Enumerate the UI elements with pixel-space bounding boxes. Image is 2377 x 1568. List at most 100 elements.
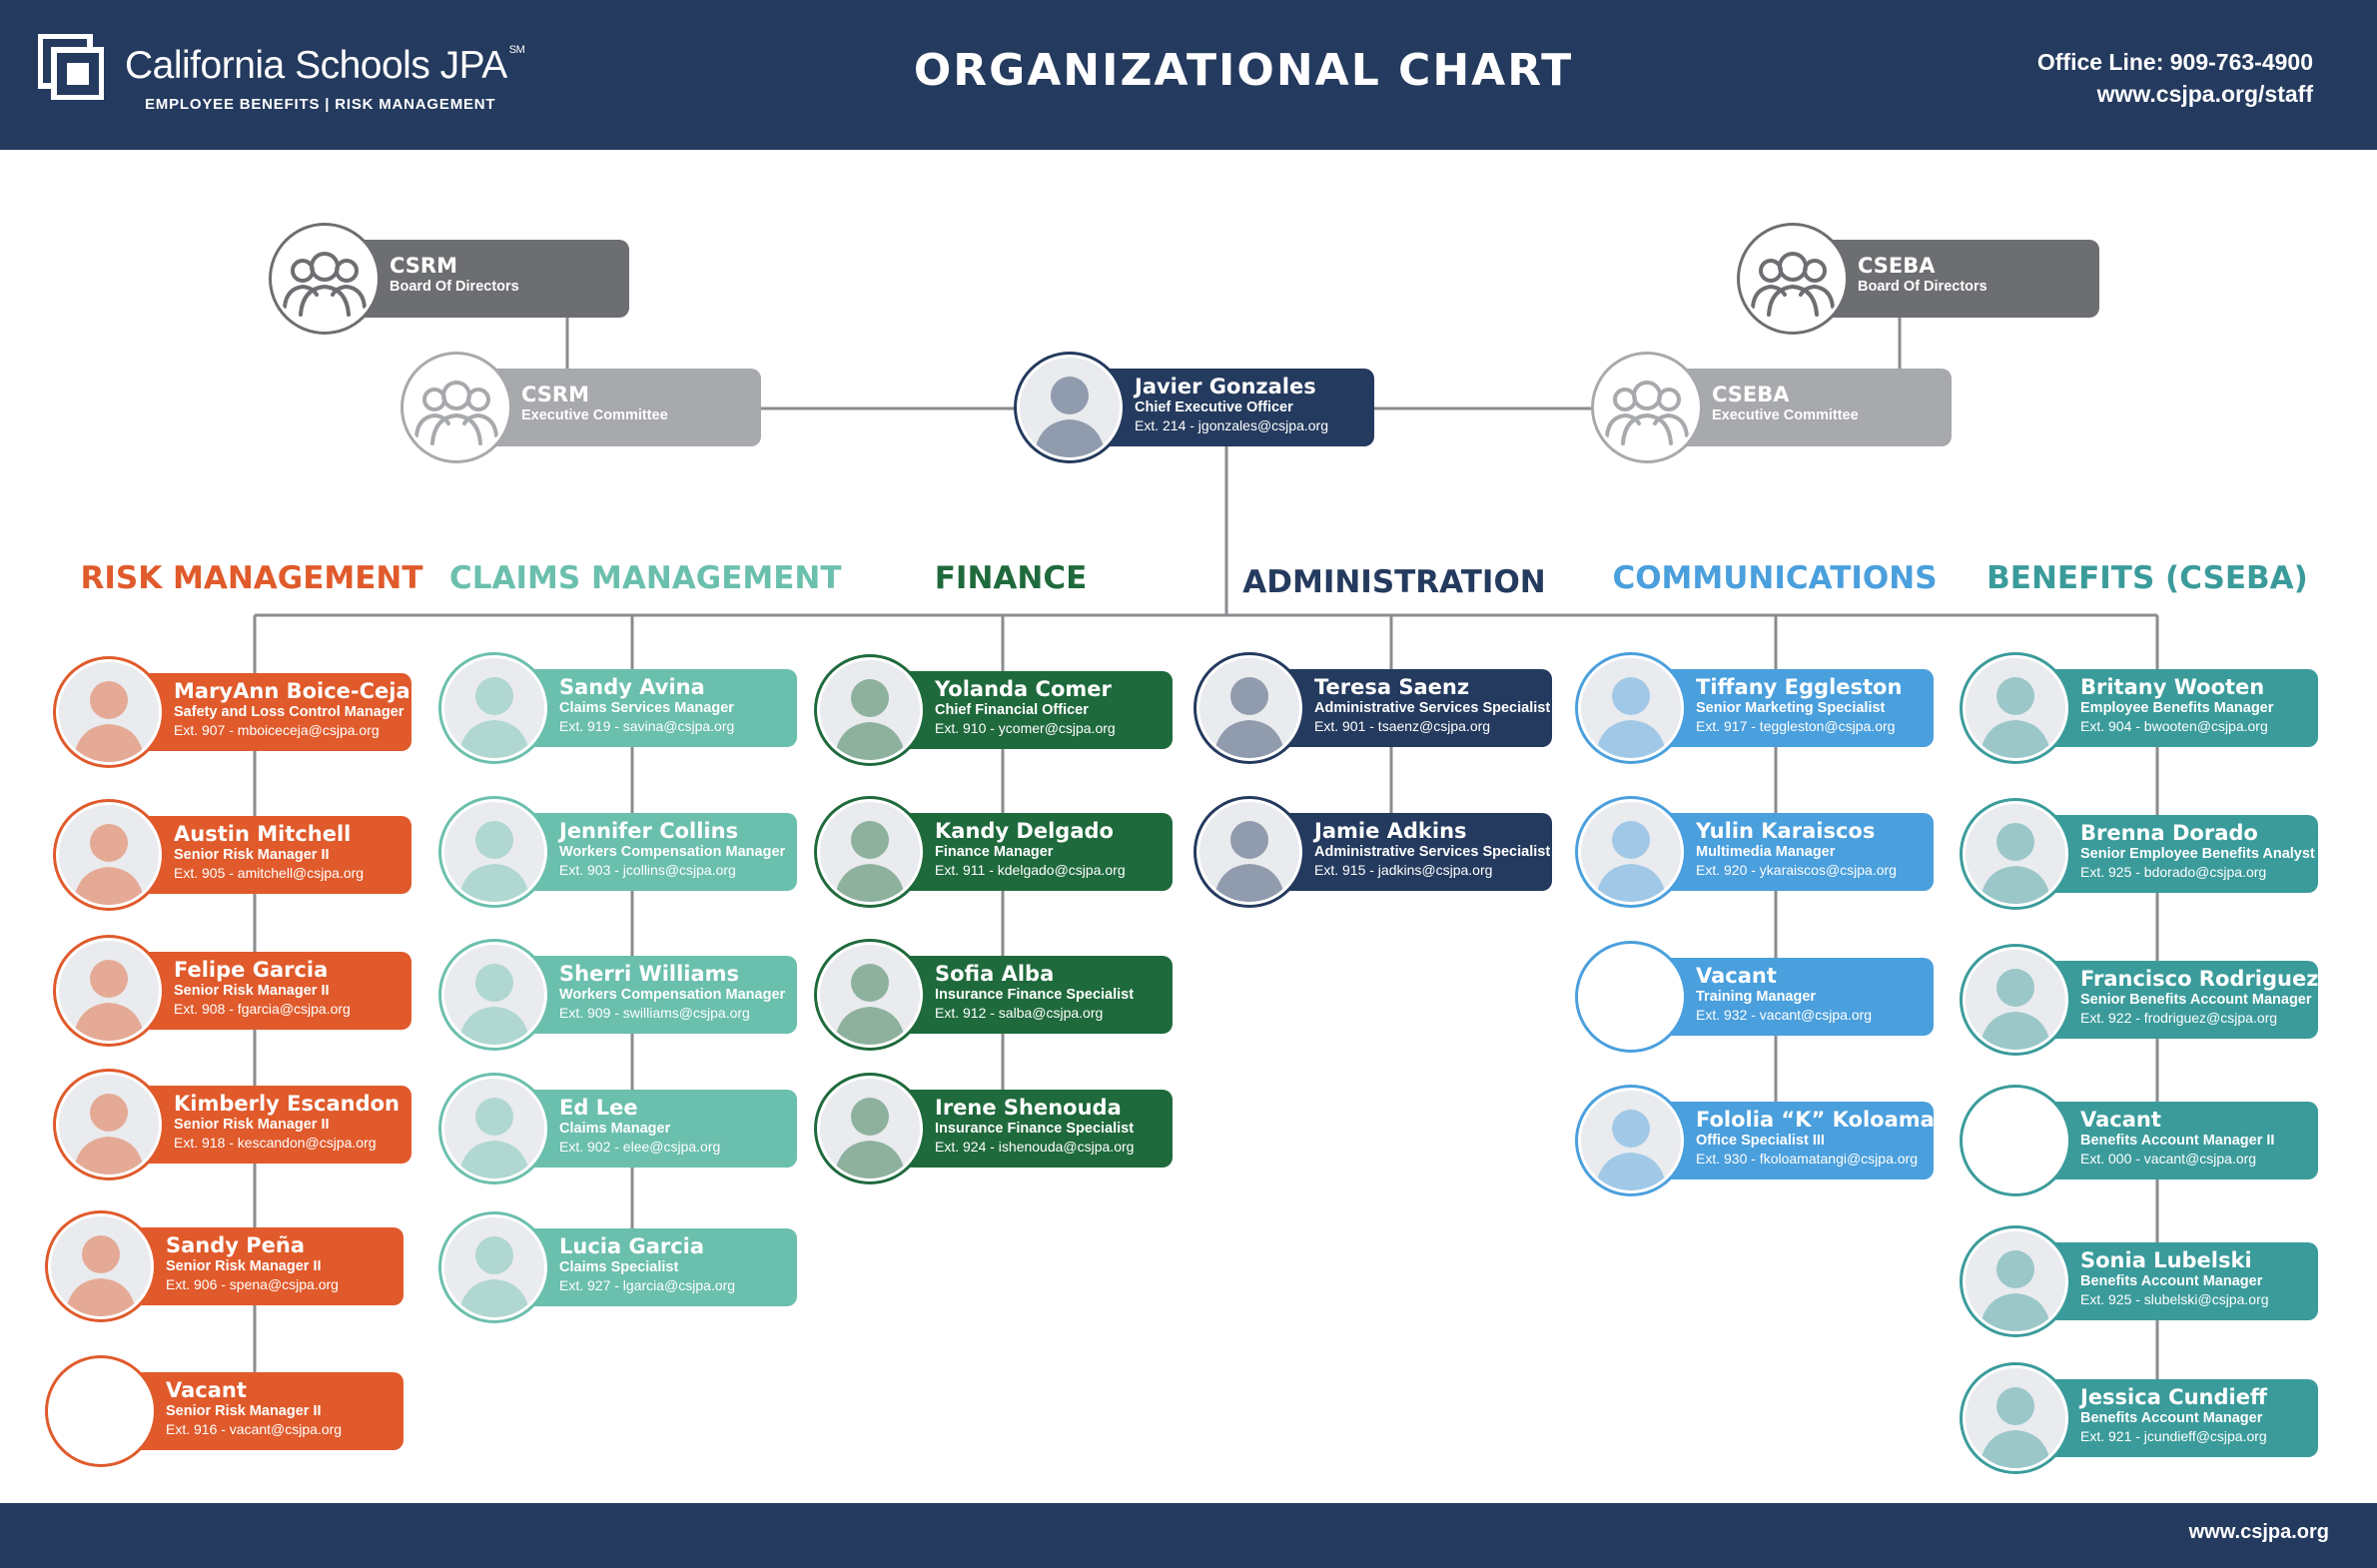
person-title: Training Manager	[1696, 989, 1817, 1005]
board-name: CSRM	[390, 254, 457, 278]
person-title: Safety and Loss Control Manager	[174, 704, 404, 720]
person-title: Multimedia Manager	[1696, 844, 1836, 860]
person-contact[interactable]: Ext. 915 - jadkins@csjpa.org	[1314, 862, 1493, 878]
person-name: Felipe Garcia	[174, 958, 329, 982]
avatar	[1963, 1365, 2068, 1471]
avatar	[817, 657, 923, 763]
avatar	[441, 655, 547, 761]
avatar	[48, 1213, 154, 1319]
person-contact[interactable]: Ext. 902 - elee@csjpa.org	[559, 1139, 721, 1155]
person-contact[interactable]: Ext. 921 - jcundieff@csjpa.org	[2080, 1428, 2267, 1444]
person-contact[interactable]: Ext. 916 - vacant@csjpa.org	[166, 1421, 343, 1437]
logo-tagline: EMPLOYEE BENEFITS | RISK MANAGEMENT	[145, 96, 496, 113]
person-title: Senior Risk Manager II	[174, 847, 330, 863]
person-contact[interactable]: Ext. 910 - ycomer@csjpa.org	[935, 720, 1116, 736]
person-contact[interactable]: Ext. 912 - salba@csjpa.org	[935, 1005, 1104, 1021]
department-heading: ADMINISTRATION	[1242, 564, 1546, 600]
person-contact[interactable]: Ext. 930 - fkoloamatangi@csjpa.org	[1696, 1151, 1918, 1167]
person-contact[interactable]: Ext. 911 - kdelgado@csjpa.org	[935, 862, 1126, 878]
avatar	[1578, 1088, 1684, 1193]
person-contact[interactable]: Ext. 000 - vacant@csjpa.org	[2080, 1151, 2257, 1167]
board-subtitle: Board Of Directors	[390, 279, 519, 295]
person-contact[interactable]: Ext. 904 - bwooten@csjpa.org	[2080, 718, 2268, 734]
person-contact[interactable]: Ext. 927 - lgarcia@csjpa.org	[559, 1277, 736, 1293]
group-icon	[1740, 226, 1846, 332]
person-title: Insurance Finance Specialist	[935, 1121, 1135, 1137]
person-contact[interactable]: Ext. 920 - ykaraiscos@csjpa.org	[1696, 862, 1897, 878]
person-name: Fololia “K” Koloamatangi	[1696, 1108, 1996, 1132]
person-title: Administrative Services Specialist	[1314, 700, 1551, 716]
footer-bar	[0, 1503, 2377, 1568]
person-contact[interactable]: Ext. 906 - spena@csjpa.org	[166, 1276, 339, 1292]
avatar	[1963, 655, 2068, 761]
person-contact[interactable]: Ext. 922 - frodriguez@csjpa.org	[2080, 1010, 2278, 1026]
person-title: Claims Manager	[559, 1121, 671, 1137]
person-name: Javier Gonzales	[1135, 375, 1316, 398]
department-heading: RISK MANAGEMENT	[80, 560, 423, 596]
person-contact[interactable]: Ext. 925 - bdorado@csjpa.org	[2080, 864, 2267, 880]
person-contact[interactable]: Ext. 925 - slubelski@csjpa.org	[2080, 1291, 2269, 1307]
person-contact[interactable]: Ext. 917 - teggleston@csjpa.org	[1696, 718, 1896, 734]
person-contact[interactable]: Ext. 908 - fgarcia@csjpa.org	[174, 1001, 351, 1017]
person-contact[interactable]: Ext. 919 - savina@csjpa.org	[559, 718, 735, 734]
avatar	[1578, 799, 1684, 905]
person-contact[interactable]: Ext. 903 - jcollins@csjpa.org	[559, 862, 736, 878]
avatar	[1578, 655, 1684, 761]
person-name: Sandy Avina	[559, 675, 705, 699]
avatar	[441, 1214, 547, 1320]
person-title: Senior Marketing Specialist	[1696, 700, 1886, 716]
person-title: Benefits Account Manager	[2080, 1410, 2263, 1426]
person-title: Office Specialist III	[1696, 1133, 1825, 1149]
department-heading: FINANCE	[934, 560, 1088, 596]
person-contact[interactable]: Ext. 918 - kescandon@csjpa.org	[174, 1135, 377, 1151]
person-contact[interactable]: Ext. 909 - swilliams@csjpa.org	[559, 1005, 750, 1021]
person-title: Chief Financial Officer	[935, 702, 1089, 718]
vacant-avatar	[48, 1358, 154, 1464]
person-name: Yolanda Comer	[935, 677, 1112, 701]
person-title: Senior Risk Manager II	[174, 983, 330, 999]
person-name: Brenna Dorado	[2080, 821, 2258, 845]
person-name: Teresa Saenz	[1314, 675, 1470, 699]
person-contact[interactable]: Ext. 932 - vacant@csjpa.org	[1696, 1007, 1873, 1023]
avatar	[1017, 355, 1123, 460]
vacant-avatar	[1963, 1088, 2068, 1193]
footer-url[interactable]: www.csjpa.org	[2188, 1521, 2329, 1543]
person-name: Jennifer Collins	[559, 819, 739, 843]
person-title: Benefits Account Manager II	[2080, 1133, 2275, 1149]
person-contact[interactable]: Ext. 901 - tsaenz@csjpa.org	[1314, 718, 1491, 734]
avatar	[817, 942, 923, 1048]
person-contact[interactable]: Ext. 924 - ishenouda@csjpa.org	[935, 1139, 1135, 1155]
person-title: Claims Services Manager	[559, 700, 734, 716]
person-name: Kandy Delgado	[935, 819, 1114, 843]
person-contact[interactable]: Ext. 905 - amitchell@csjpa.org	[174, 865, 365, 881]
avatar	[817, 799, 923, 905]
person-title: Chief Executive Officer	[1135, 399, 1293, 415]
staff-url[interactable]: www.csjpa.org/staff	[2096, 81, 2313, 107]
person-contact[interactable]: Ext. 214 - jgonzales@csjpa.org	[1135, 417, 1328, 433]
person-contact[interactable]: Ext. 907 - mboiceceja@csjpa.org	[174, 722, 380, 738]
